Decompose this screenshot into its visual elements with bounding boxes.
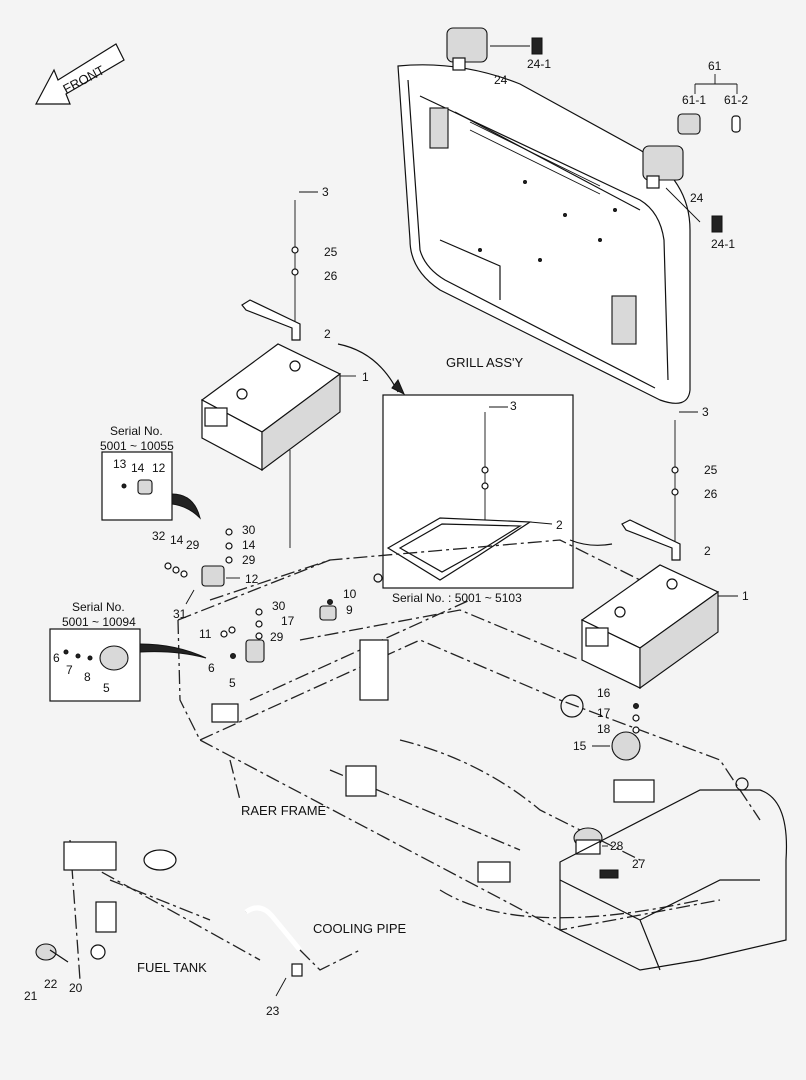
leader-curve-2 bbox=[569, 539, 613, 546]
callout-22: 22 bbox=[44, 977, 58, 991]
callout-5: 5 bbox=[229, 676, 236, 690]
cooling-pipe: 23 COOLING PIPE bbox=[244, 905, 407, 1018]
callout-61-1: 61-1 bbox=[682, 93, 706, 107]
callout-25: 25 bbox=[324, 245, 338, 259]
callout-10: 10 bbox=[343, 587, 357, 601]
work-lamp-top: 24 24-1 bbox=[446, 27, 551, 87]
callout-2: 2 bbox=[556, 518, 563, 532]
callout-14: 14 bbox=[242, 538, 256, 552]
callout-12: 12 bbox=[245, 572, 259, 586]
battery-right: 3 25 26 2 1 bbox=[580, 405, 749, 690]
callout-9: 9 bbox=[346, 603, 353, 617]
callout-30: 30 bbox=[242, 523, 256, 537]
callout-5: 5 bbox=[103, 681, 110, 695]
grill-label: GRILL ASS'Y bbox=[446, 355, 523, 370]
serial-box-lower: Serial No. 5001 ~ 10094 6 7 8 5 bbox=[49, 600, 141, 702]
callout-17: 17 bbox=[597, 706, 611, 720]
frame-label: RAER FRAME bbox=[241, 803, 327, 818]
callout-18: 18 bbox=[597, 722, 611, 736]
inset-battery-tray: 3 2 bbox=[382, 394, 574, 589]
serial-label: Serial No. bbox=[110, 424, 163, 438]
fuel-tank-label: FUEL TANK bbox=[137, 960, 207, 975]
callout-3: 3 bbox=[510, 399, 517, 413]
callout-1: 1 bbox=[362, 370, 369, 384]
callout-20: 20 bbox=[69, 981, 83, 995]
callout-29: 29 bbox=[242, 553, 256, 567]
callout-26: 26 bbox=[324, 269, 338, 283]
callout-15: 15 bbox=[573, 739, 587, 753]
callout-25: 25 bbox=[704, 463, 718, 477]
callout-24-1: 24-1 bbox=[527, 57, 551, 71]
work-lamp-right: 24 24-1 bbox=[642, 145, 735, 251]
callout-24: 24 bbox=[690, 191, 704, 205]
fuel-tank-body bbox=[559, 777, 788, 971]
serial-label: Serial No. bbox=[72, 600, 125, 614]
leader-curve-3 bbox=[171, 493, 201, 520]
callout-29: 29 bbox=[186, 538, 200, 552]
callout-13: 13 bbox=[113, 457, 127, 471]
callout-7: 7 bbox=[66, 663, 73, 677]
callout-27: 27 bbox=[632, 857, 646, 871]
serial-inset-label: Serial No. : 5001 ~ 5103 bbox=[392, 591, 522, 605]
serial-range: 5001 ~ 10055 bbox=[100, 439, 174, 453]
front-direction-arrow: FRONT bbox=[35, 43, 125, 105]
callout-14: 14 bbox=[170, 533, 184, 547]
grill-assembly: GRILL ASS'Y bbox=[397, 64, 691, 404]
leader-curve bbox=[337, 343, 399, 393]
leader-arrowhead bbox=[391, 379, 405, 396]
callout-31: 31 bbox=[173, 607, 187, 621]
callout-24: 24 bbox=[494, 73, 508, 87]
callout-1: 1 bbox=[742, 589, 749, 603]
callout-29: 29 bbox=[270, 630, 284, 644]
callout-21: 21 bbox=[24, 989, 38, 1003]
callout-11: 11 bbox=[199, 627, 212, 641]
callout-28: 28 bbox=[610, 839, 624, 853]
callout-61: 61 bbox=[708, 59, 722, 73]
callout-32: 32 bbox=[152, 529, 166, 543]
battery-left: 3 25 26 2 1 bbox=[200, 185, 369, 548]
callout-3: 3 bbox=[702, 405, 709, 419]
relay-group-12: 32 14 29 30 14 29 12 31 bbox=[152, 523, 259, 621]
lamp-kit-61: 61 61-1 61-2 bbox=[677, 59, 748, 135]
callout-24-1: 24-1 bbox=[711, 237, 735, 251]
callout-61-2: 61-2 bbox=[724, 93, 748, 107]
callout-6: 6 bbox=[208, 661, 215, 675]
callout-2: 2 bbox=[704, 544, 711, 558]
callout-2: 2 bbox=[324, 327, 331, 341]
callout-12: 12 bbox=[152, 461, 166, 475]
callout-26: 26 bbox=[704, 487, 718, 501]
switch-group-5: 6 5 11 30 17 29 10 9 bbox=[199, 587, 357, 690]
callout-6: 6 bbox=[53, 651, 60, 665]
cooling-pipe-label: COOLING PIPE bbox=[313, 921, 407, 936]
leader-curve-4 bbox=[139, 643, 207, 659]
horn-group-15: 16 17 18 15 bbox=[573, 686, 641, 761]
serial-range: 5001 ~ 10094 bbox=[62, 615, 136, 629]
callout-3: 3 bbox=[322, 185, 329, 199]
callout-16: 16 bbox=[597, 686, 611, 700]
callout-30: 30 bbox=[272, 599, 286, 613]
serial-box-upper: Serial No. 5001 ~ 10055 13 14 12 bbox=[100, 424, 174, 521]
rear-frame: RAER FRAME bbox=[177, 539, 761, 931]
fuel-cap-28: 28 27 bbox=[573, 827, 646, 879]
callout-23: 23 bbox=[266, 1004, 280, 1018]
fuel-tank-detail: 21 22 20 FUEL TANK bbox=[24, 839, 261, 1003]
callout-8: 8 bbox=[84, 670, 91, 684]
callout-17: 17 bbox=[281, 614, 295, 628]
callout-14: 14 bbox=[131, 461, 145, 475]
